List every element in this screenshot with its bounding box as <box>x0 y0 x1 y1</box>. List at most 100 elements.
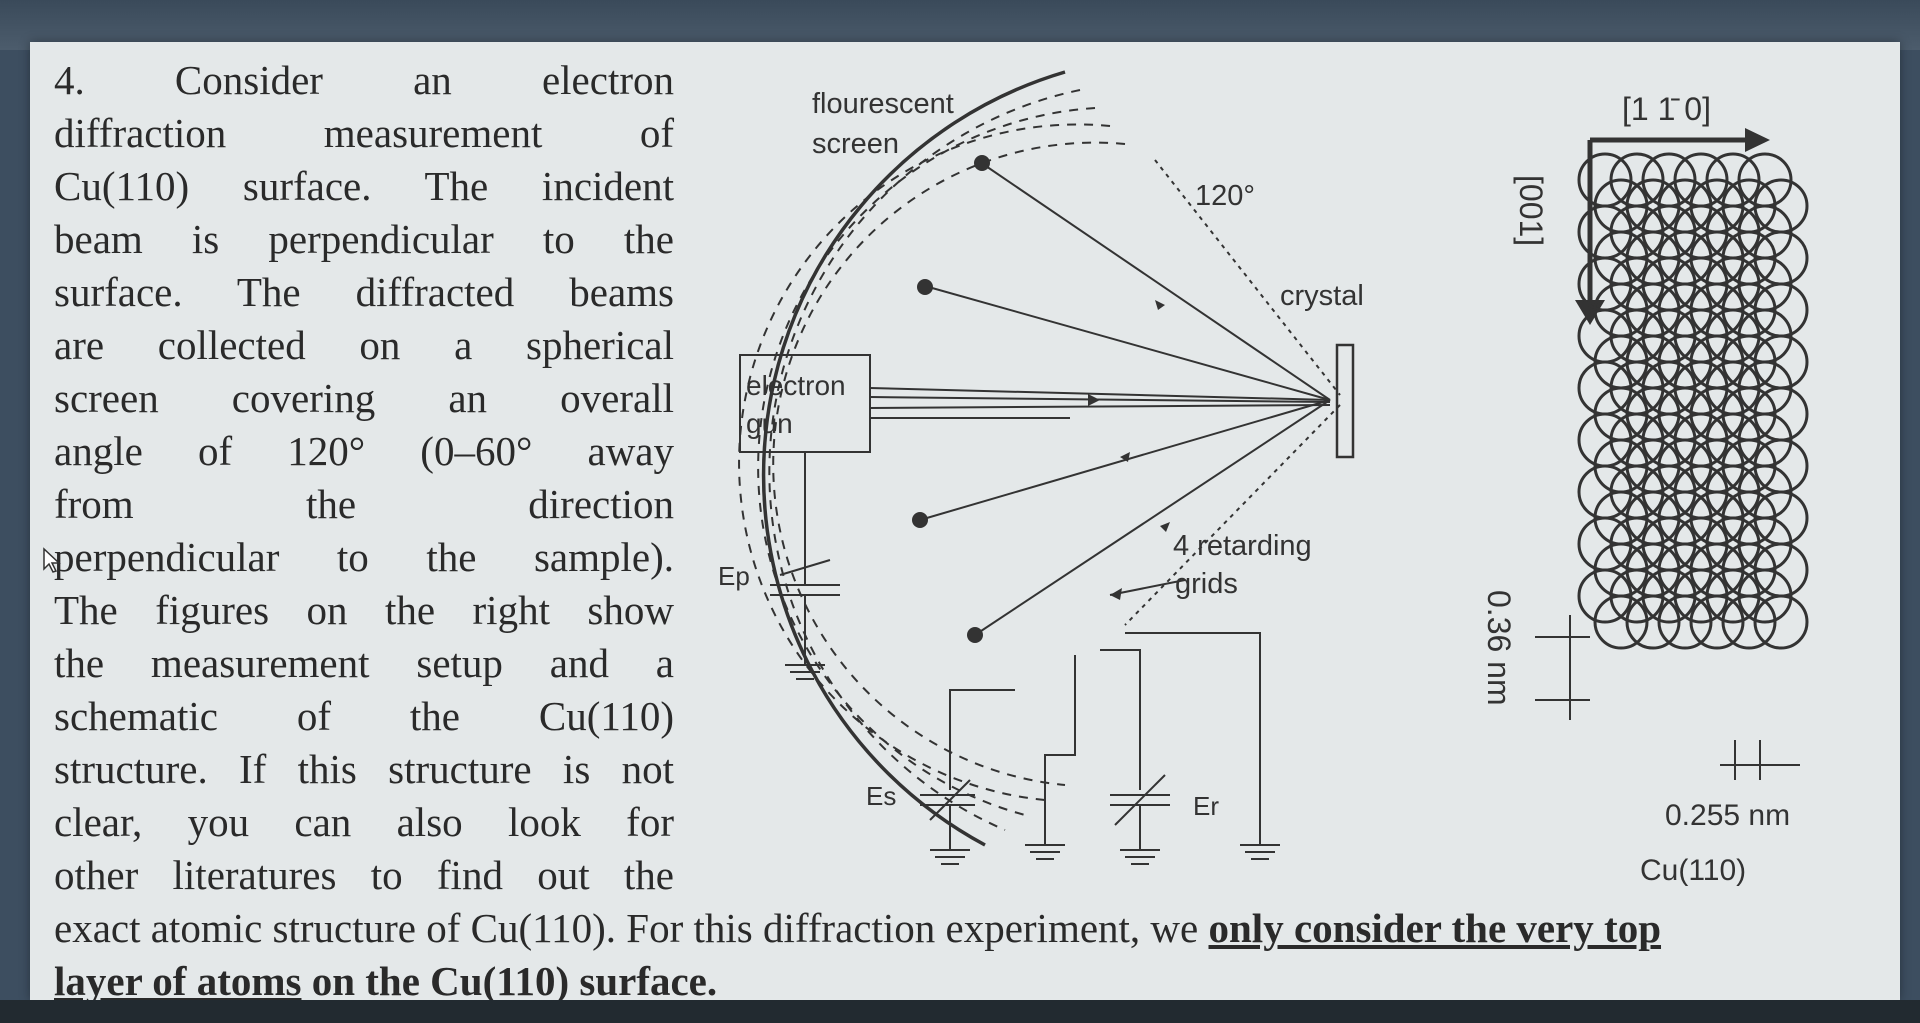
grids-label: grids <box>1175 568 1238 600</box>
es-label: Es <box>866 781 896 811</box>
text-line: beam is perpendicular to the <box>54 216 674 262</box>
text-line: angle of 120° (0–60° away <box>54 428 674 474</box>
spot <box>917 279 933 295</box>
beam-arrow-icon <box>1155 300 1165 310</box>
text-line: schematic of the Cu(110) <box>54 693 674 739</box>
ground-symbol <box>1025 844 1065 860</box>
gun-label: electron <box>746 370 846 401</box>
text-line: screen covering an overall <box>54 375 674 421</box>
angle-label: 120° <box>1195 180 1255 212</box>
capacitor-plate <box>920 794 975 806</box>
text-line: structure. If this structure is not <box>54 746 674 792</box>
spot <box>974 155 990 171</box>
diffraction-spots <box>912 155 1170 643</box>
cu110-structure-diagram: [1 1̄ 0] [001] 0.36 nm 0.255 nm Cu(110) <box>1481 91 1809 887</box>
ground-symbol <box>1120 805 1160 865</box>
cu-atom <box>1625 594 1681 650</box>
pointer-arrow <box>1109 579 1186 596</box>
gun-label: gun <box>746 408 793 439</box>
cu-atom <box>1721 594 1777 650</box>
grid-arc <box>737 123 1111 801</box>
setup-labels: flourescent screen 120° crystal electron… <box>718 88 1364 821</box>
direction-label-h: [1 1̄ 0] <box>1622 91 1711 127</box>
screen-label: flourescent <box>812 88 954 120</box>
monitor-top-edge <box>0 0 1920 50</box>
diffracted-beam <box>924 285 1331 401</box>
text-line: the measurement setup and a <box>54 640 674 686</box>
crystal-sample <box>1335 343 1355 459</box>
incident-beam <box>869 387 1331 401</box>
ground-symbol <box>930 805 970 865</box>
cu-atom <box>1577 568 1633 624</box>
text-run: exact atomic structure of Cu(110). For t… <box>54 905 1199 951</box>
text-line: are collected on a spherical <box>54 322 674 368</box>
grid-arc <box>772 141 1126 786</box>
cu-atom <box>1689 594 1745 650</box>
diffracted-beam <box>979 161 1331 401</box>
pointer-arrowhead-icon <box>1110 588 1122 600</box>
arrowhead-right-icon <box>1745 128 1770 152</box>
incident-beam <box>869 396 1331 403</box>
grid-arc <box>757 107 1096 816</box>
text-line: layer of atoms on the Cu(110) surface. <box>54 955 717 1008</box>
direction-label-v: [001] <box>1513 175 1549 246</box>
text-line: surface. The diffracted beams <box>54 269 674 315</box>
atom-lattice <box>1577 152 1809 650</box>
cu-atom <box>1753 594 1809 650</box>
cu-atom <box>1609 568 1665 624</box>
grids-label: 4 retarding <box>1173 530 1312 562</box>
grid-arc <box>768 89 1081 831</box>
angle-boundary <box>1124 404 1341 626</box>
problem-text: 4. Consider an electron diffraction meas… <box>54 54 1661 1008</box>
emphasis-text: layer of atoms <box>54 958 302 1004</box>
er-label: Er <box>1193 791 1219 821</box>
cu-atom <box>1673 568 1729 624</box>
ground-symbol <box>785 664 825 680</box>
text-line: clear, you can also look for <box>54 799 674 845</box>
spot <box>967 627 983 643</box>
wire <box>1100 649 1141 790</box>
text-run: on the Cu(110) surface. <box>301 958 718 1004</box>
leed-setup-diagram <box>737 70 1355 865</box>
emphasis-text: only consider the very top <box>1208 905 1662 951</box>
monitor-bottom-edge <box>0 1000 1920 1023</box>
beam-arrow-icon <box>1160 522 1170 532</box>
ground-symbol <box>1240 844 1280 860</box>
crystal-label: crystal <box>1280 280 1364 312</box>
text-line: diffraction measurement of <box>54 110 674 156</box>
text-line: from the direction <box>54 481 674 527</box>
diffracted-beam <box>974 399 1331 636</box>
text-line: other literatures to find out the <box>54 852 674 898</box>
cu-atom <box>1737 568 1793 624</box>
text-line: perpendicular to the sample). <box>54 534 674 580</box>
wire <box>949 689 1015 790</box>
beam-arrow-icon <box>1120 452 1130 462</box>
mouse-cursor-icon <box>43 547 61 573</box>
screen-arc <box>761 70 1066 847</box>
spacing-label-h: 0.255 nm <box>1665 799 1790 832</box>
wire <box>1125 632 1261 845</box>
variable-arrow <box>929 779 971 821</box>
text-line: The figures on the right show <box>54 587 674 633</box>
structure-caption: Cu(110) <box>1640 854 1746 887</box>
variable-arrow <box>1114 774 1166 826</box>
spacing-marker-h <box>1720 740 1800 780</box>
text-line: exact atomic structure of Cu(110). For t… <box>54 902 1661 955</box>
ep-label: Ep <box>718 561 750 591</box>
cu-atom <box>1593 594 1649 650</box>
screen-label: screen <box>812 128 899 160</box>
cu-atom <box>1705 568 1761 624</box>
spacing-marker-v <box>1535 615 1590 720</box>
spot <box>912 512 928 528</box>
cu-atom <box>1657 594 1713 650</box>
arrowhead-down-icon <box>1575 300 1605 325</box>
text-line: Cu(110) surface. The incident <box>54 163 674 209</box>
incident-beam <box>869 404 1331 409</box>
wire <box>1044 655 1076 845</box>
variable-arrow <box>779 559 831 576</box>
beam-arrow-icon <box>1088 394 1100 406</box>
spacing-label-v: 0.36 nm <box>1481 590 1517 706</box>
cu-atom <box>1641 568 1697 624</box>
text-line: 4. Consider an electron <box>54 57 674 103</box>
